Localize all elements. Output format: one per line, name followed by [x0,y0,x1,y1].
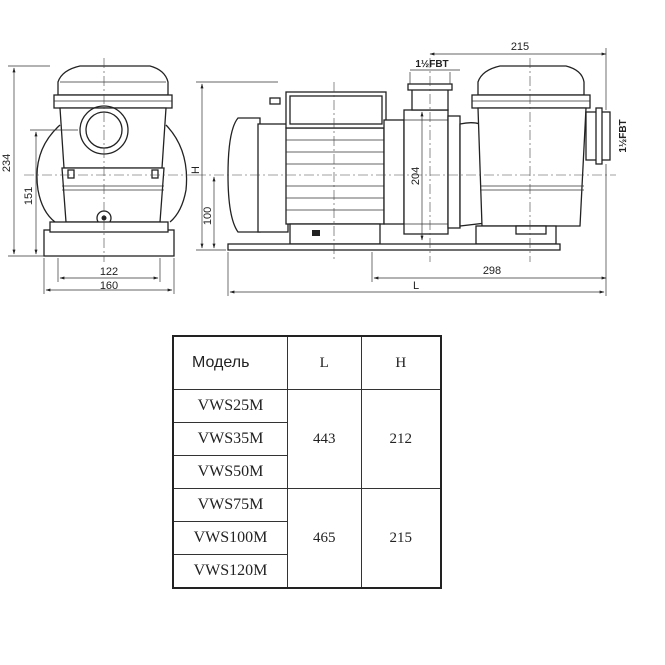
table-row: VWS120M [172,554,441,589]
port-side-label: 1½FBT [618,119,629,152]
table-row: VWS50M [172,455,441,489]
dim-length-pump: 298 [483,265,501,277]
table-row: VWS25M 443 212 [172,389,442,489]
pump-technical-drawing: 234 151 122 160 [1,41,629,296]
value-h: 212 [360,389,442,489]
dim-base-inner: 122 [100,266,118,278]
model-cell: VWS100M [172,521,288,555]
model-cell: VWS120M [172,554,288,589]
dim-width-top: 215 [511,41,529,53]
model-cell: VWS75M [172,488,288,522]
value-l: 443 [286,389,362,489]
dim-height-var: H [190,166,202,174]
header-h: H [360,335,442,390]
value-h: 215 [360,488,442,589]
model-dimensions-table: Модель L H VWS25M 443 212 VWS35M VWS50M … [172,335,442,589]
table-row: VWS100M [172,521,441,555]
port-top-label: 1½FBT [415,59,448,70]
dim-flange-height: 204 [410,167,422,185]
front-view: 234 151 122 160 [1,58,196,294]
model-cell: VWS50M [172,455,288,489]
dim-height-total: 234 [1,154,13,172]
table-row: VWS75M 465 215 [172,488,442,589]
side-view: H 100 204 215 298 L 1½FBT 1½FBT [190,41,629,296]
model-cell: VWS25M [172,389,288,423]
header-l: L [286,335,362,390]
dim-height-inlet: 151 [23,187,35,205]
dim-shaft-height: 100 [202,207,214,225]
table-header-row: Модель L H [172,335,442,390]
value-l: 465 [286,488,362,589]
dim-length-total: L [413,280,419,292]
dim-base-outer: 160 [100,280,118,292]
header-model: Модель [172,335,288,390]
table-row: VWS35M [172,422,441,456]
model-cell: VWS35M [172,422,288,456]
